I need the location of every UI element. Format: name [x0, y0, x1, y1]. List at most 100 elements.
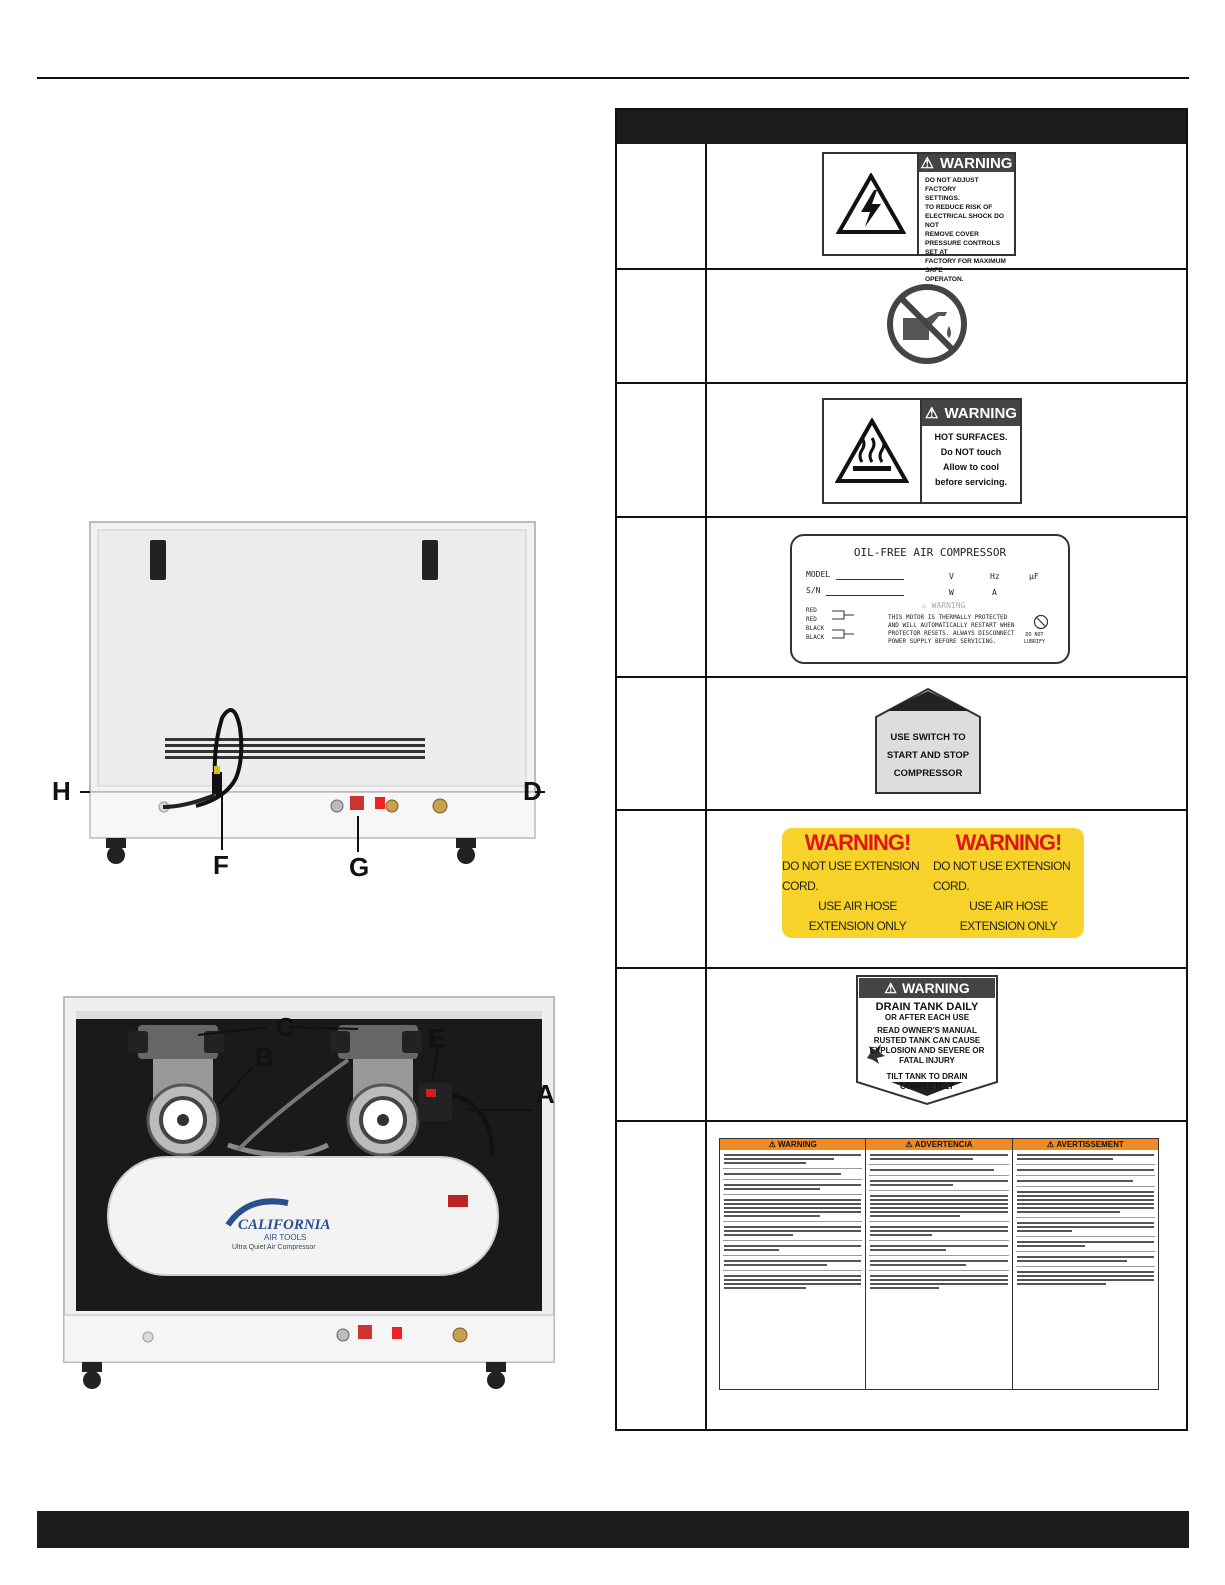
text-block [724, 1275, 862, 1289]
text-block [1016, 1222, 1154, 1232]
table-column-divider [705, 144, 707, 1429]
text-block [1016, 1154, 1154, 1160]
nameplate-warning-text: WARNING [931, 601, 966, 610]
table-header-bar [617, 110, 1186, 144]
watts-label: W [949, 588, 954, 597]
text-block [870, 1154, 1008, 1160]
warning-triangle-icon: ⚠ [1046, 1140, 1057, 1149]
switch-label: USE SWITCH TO START AND STOP COMPRESSOR [874, 687, 982, 795]
no-oil-icon [885, 282, 969, 371]
label-line: OPERATON. [925, 276, 964, 283]
text-block [870, 1226, 1008, 1236]
motor-line: PROTECTOR RESETS. ALWAYS DISCONNECT [888, 630, 1015, 637]
brand-tagline: Ultra Quiet Air Compressor [232, 1244, 316, 1251]
label-line: EXPLOSION AND SEVERE OR [869, 1046, 985, 1055]
wiring-diagram-icon [832, 610, 854, 639]
label-line: SETTINGS. [925, 195, 960, 202]
ext-line: DO NOT USE EXTENSION CORD. [782, 859, 920, 893]
label-line: READ OWNER'S MANUAL [877, 1026, 977, 1035]
label-line: PRESSURE CONTROLS SET AT [925, 240, 1001, 256]
motor-line: AND WILL AUTOMATICALLY RESTART WHEN [888, 622, 1015, 629]
label-line: TILT TANK TO DRAIN [886, 1072, 968, 1081]
spanish-column: ⚠ ADVERTENCIA [866, 1139, 1013, 1389]
callout-a: A [536, 1079, 555, 1109]
nameplate-warning: ⚠ WARNING [922, 601, 966, 610]
text-block [1016, 1180, 1154, 1182]
text-block [870, 1180, 1008, 1186]
warning-triangle-icon: ⚠ [884, 979, 897, 996]
wire-label: RED [806, 616, 817, 623]
label-line: DRAIN TANK DAILY [875, 1001, 979, 1013]
label-line: REMOVE COVER [925, 231, 979, 238]
ext-line: EXTENSION ONLY [808, 919, 907, 933]
label-header: WARNING [901, 980, 970, 996]
callout-e: E [428, 1023, 446, 1053]
footer-bar [37, 1511, 1189, 1548]
text-block [870, 1245, 1008, 1251]
text-block [724, 1173, 861, 1175]
text-block [870, 1260, 1008, 1266]
callout-d: D [523, 776, 542, 806]
callout-c: C [276, 1012, 295, 1042]
nameplate-title: OIL-FREE AIR COMPRESSOR [853, 546, 1007, 559]
text-block [724, 1184, 862, 1190]
top-rule [37, 77, 1189, 79]
text-block [1016, 1169, 1154, 1171]
label-line: USE SWITCH TO [890, 732, 966, 743]
motor-line: POWER SUPPLY BEFORE SERVICING. [888, 638, 997, 645]
serial-line [826, 595, 904, 596]
ext-title: WARNING! [955, 830, 1063, 855]
compressor-nameplate: OIL-FREE AIR COMPRESSOR MODEL S/N V Hz μ… [790, 534, 1070, 664]
warning-label-table: ⚠WARNING DO NOT ADJUST FACTORY SETTINGS.… [615, 108, 1188, 1431]
compressor-interior-photo: C B E A CALIFORNIA AIR TOOLS Ultra Quiet… [38, 985, 568, 1425]
label-line: DO NOT ADJUST FACTORY [925, 177, 979, 193]
amps-label: A [992, 588, 997, 597]
row-divider [617, 967, 1186, 969]
callout-h: H [52, 776, 71, 806]
model-line [836, 579, 904, 580]
row-divider [617, 676, 1186, 678]
column-header: WARNING [778, 1140, 817, 1149]
serial-label: S/N [806, 586, 821, 595]
ext-line: USE AIR HOSE [818, 899, 897, 913]
trilingual-safety-label: ⚠ WARNING ⚠ ADVERTENCIA [719, 1138, 1159, 1390]
text-block [724, 1154, 862, 1164]
hot-surface-icon [824, 400, 922, 502]
text-block [870, 1275, 1008, 1289]
row-divider [617, 809, 1186, 811]
label-line: before servicing. [934, 477, 1008, 487]
wire-label: RED [806, 607, 817, 614]
microfarad-label: μF [1029, 572, 1039, 581]
callout-f: F [213, 850, 229, 880]
english-column: ⚠ WARNING [720, 1139, 867, 1389]
text-block [1016, 1241, 1154, 1247]
cabinet-rear-photo: H D F G [40, 510, 570, 890]
brand-sub: AIR TOOLS [264, 1233, 307, 1242]
row-divider [617, 1120, 1186, 1122]
drain-tank-warning-label: ⚠ WARNING DRAIN TANK DAILY OR AFTER EACH… [855, 974, 999, 1106]
row-divider [617, 382, 1186, 384]
label-header: WARNING [939, 154, 1013, 172]
hot-surfaces-warning-label: ⚠WARNING HOT SURFACES. Do NOT touch Allo… [822, 398, 1022, 504]
text-block [1016, 1191, 1154, 1213]
warning-triangle-icon: ⚠ [925, 405, 939, 422]
extension-cord-warning-label: WARNING! DO NOT USE EXTENSION CORD. USE … [782, 828, 1084, 938]
label-line: HOT SURFACES. [934, 432, 1008, 442]
warning-triangle-icon: ⚠ [905, 1140, 915, 1149]
callout-b: B [255, 1042, 274, 1072]
volts-label: V [949, 572, 954, 581]
wire-label: BLACK [806, 634, 825, 641]
text-block [1016, 1256, 1154, 1262]
ext-line: EXTENSION ONLY [959, 919, 1058, 933]
text-block [870, 1195, 1008, 1217]
label-line: FATAL INJURY [899, 1056, 955, 1065]
column-header: AVERTISSEMENT [1056, 1140, 1124, 1149]
text-block [724, 1199, 862, 1217]
callout-g: G [349, 852, 370, 882]
label-line: Allow to cool [943, 462, 999, 472]
label-header: WARNING [944, 404, 1017, 422]
hertz-label: Hz [990, 572, 1000, 581]
text-block [724, 1226, 862, 1236]
model-label: MODEL [806, 570, 831, 579]
label-line: OR AFTER EACH USE [884, 1013, 970, 1022]
